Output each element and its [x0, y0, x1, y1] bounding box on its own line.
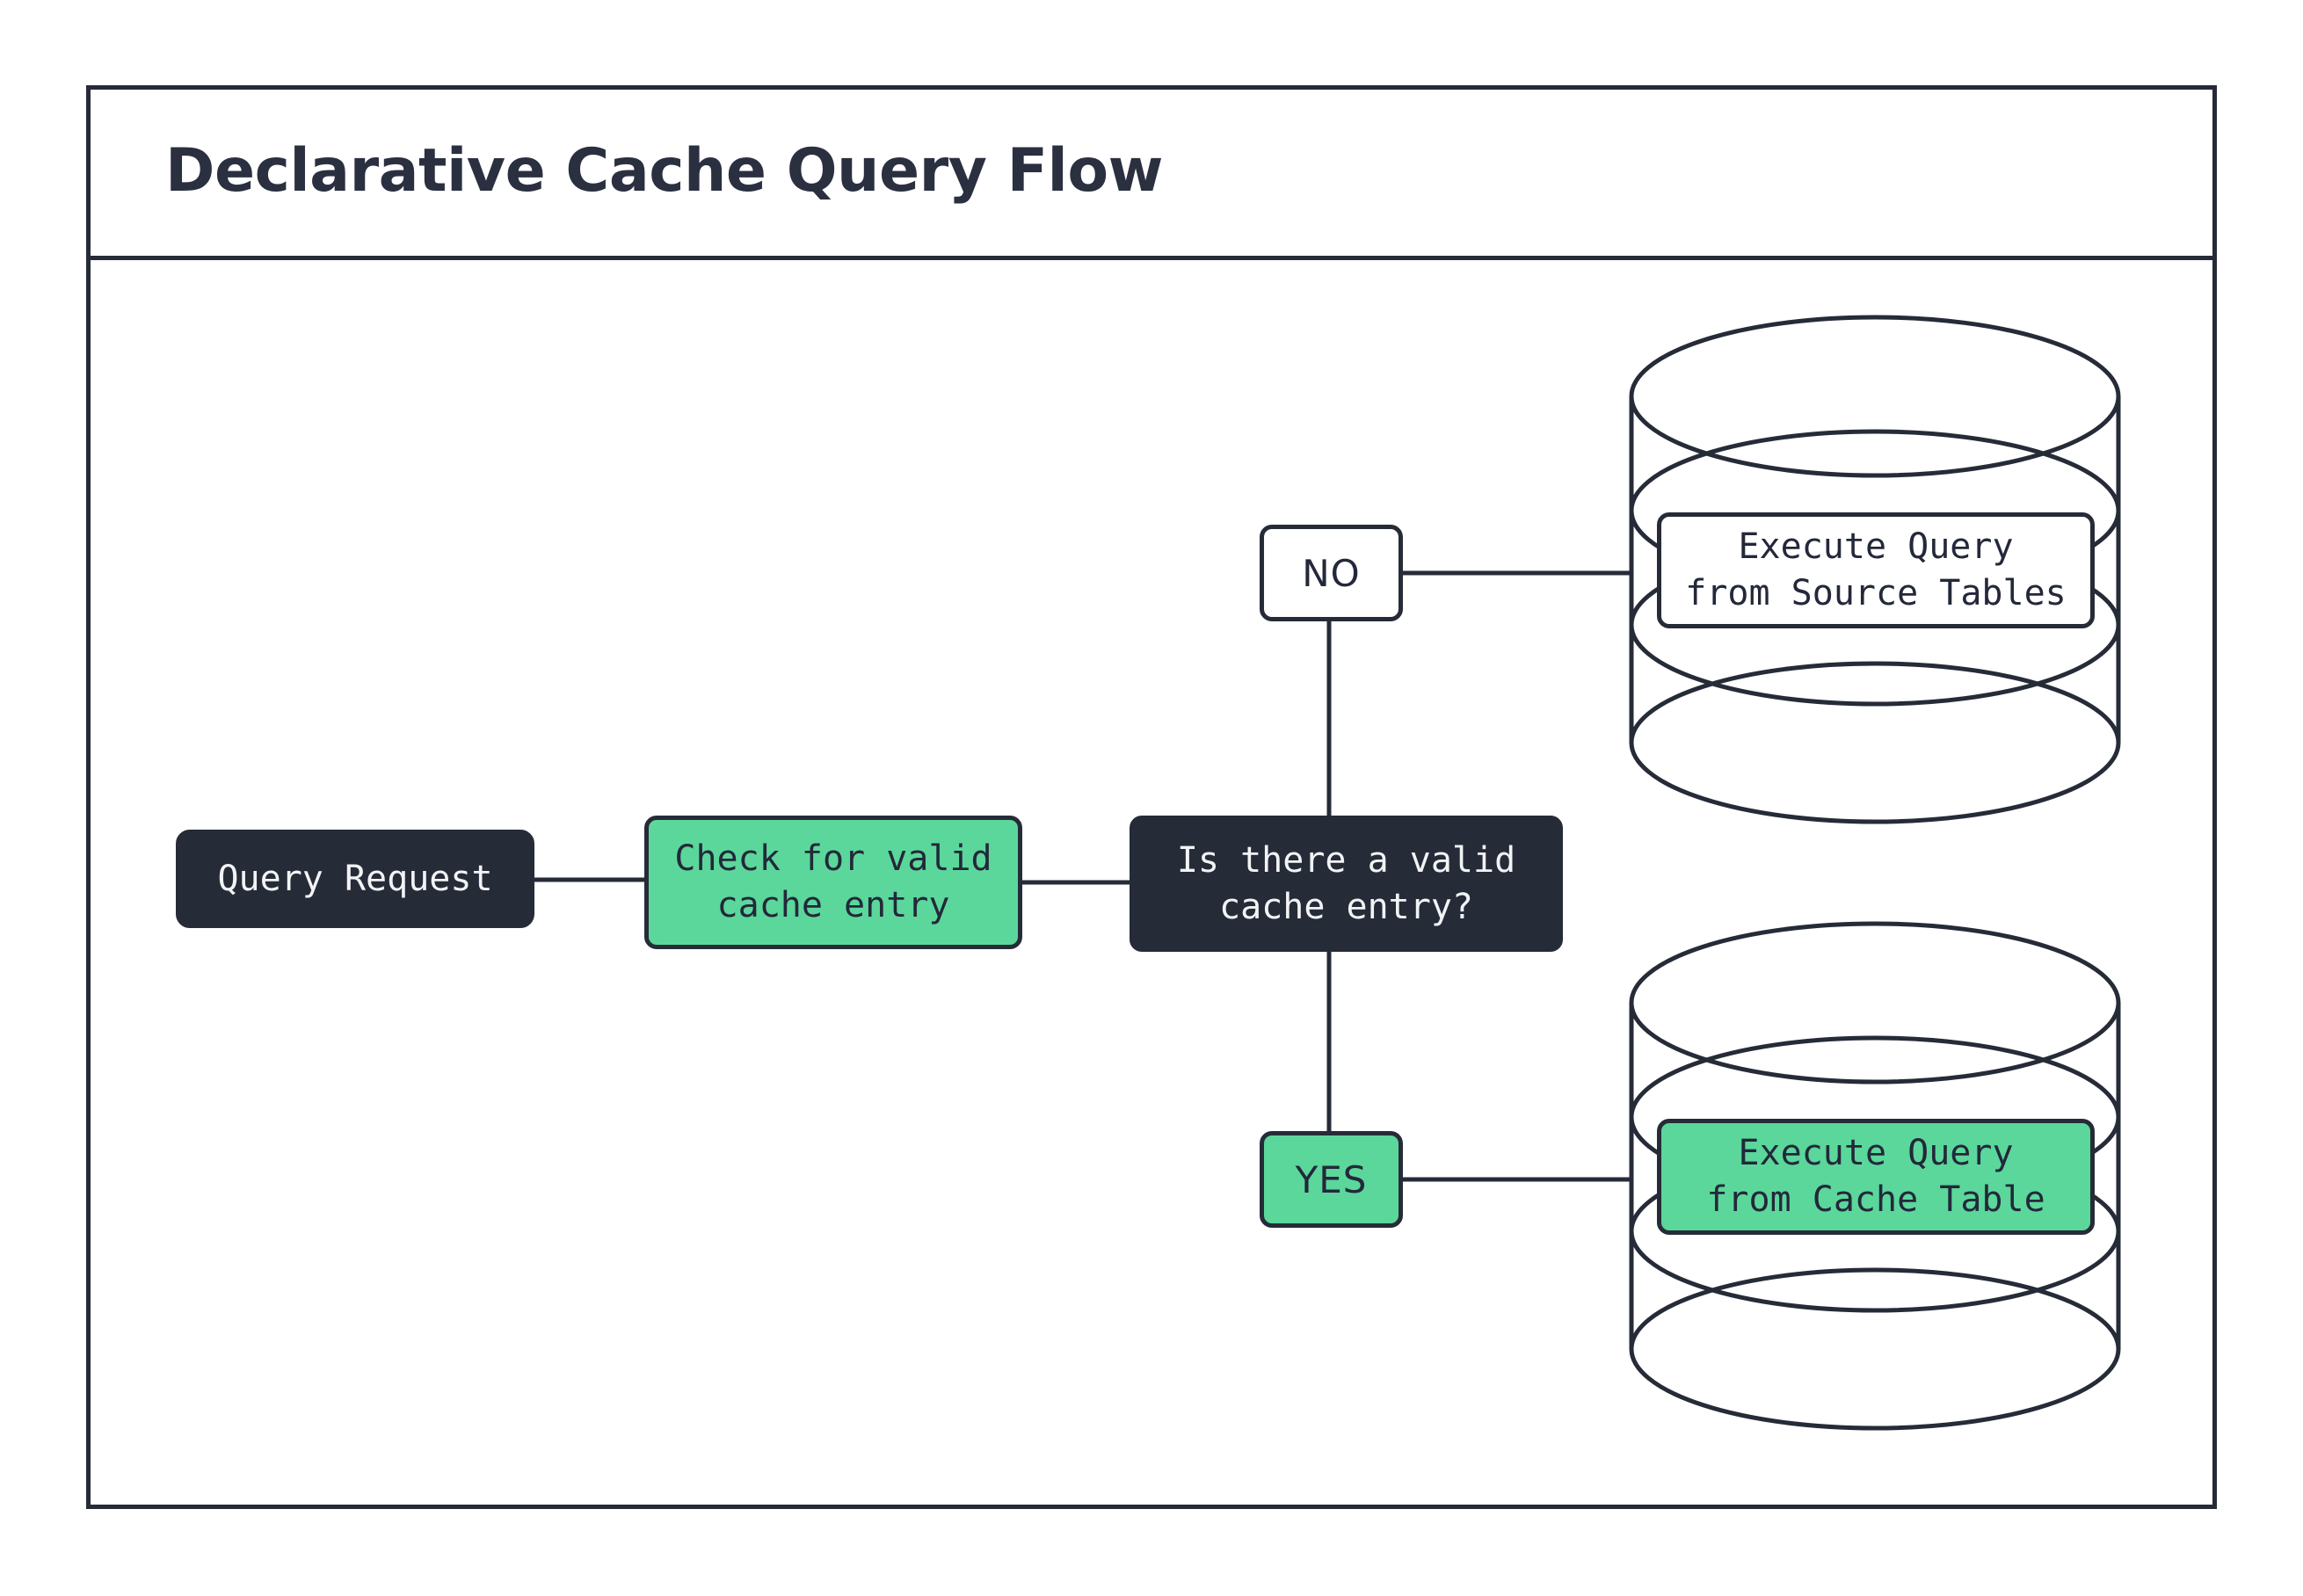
node-execute-query-from-cache-table[interactable]: Execute Query from Cache Table [1657, 1119, 2095, 1235]
db-ellipse-bottom [1629, 661, 2121, 824]
node-query-request[interactable]: Query Request [176, 830, 534, 928]
edge-label-no[interactable]: NO [1260, 525, 1403, 621]
db-ellipse-top [1629, 315, 2121, 478]
page-title: Declarative Cache Query Flow [165, 135, 1163, 206]
db-ellipse-top [1629, 921, 2121, 1085]
node-execute-query-from-source-tables[interactable]: Execute Query from Source Tables [1657, 512, 2095, 628]
db-ellipse-bottom [1629, 1267, 2121, 1431]
node-check-for-valid-cache-entry[interactable]: Check for valid cache entry [644, 816, 1022, 949]
title-bar: Declarative Cache Query Flow [86, 85, 2217, 260]
node-decision-valid-cache-entry[interactable]: Is there a valid cache entry? [1130, 816, 1563, 952]
edge-label-yes[interactable]: YES [1260, 1131, 1403, 1228]
